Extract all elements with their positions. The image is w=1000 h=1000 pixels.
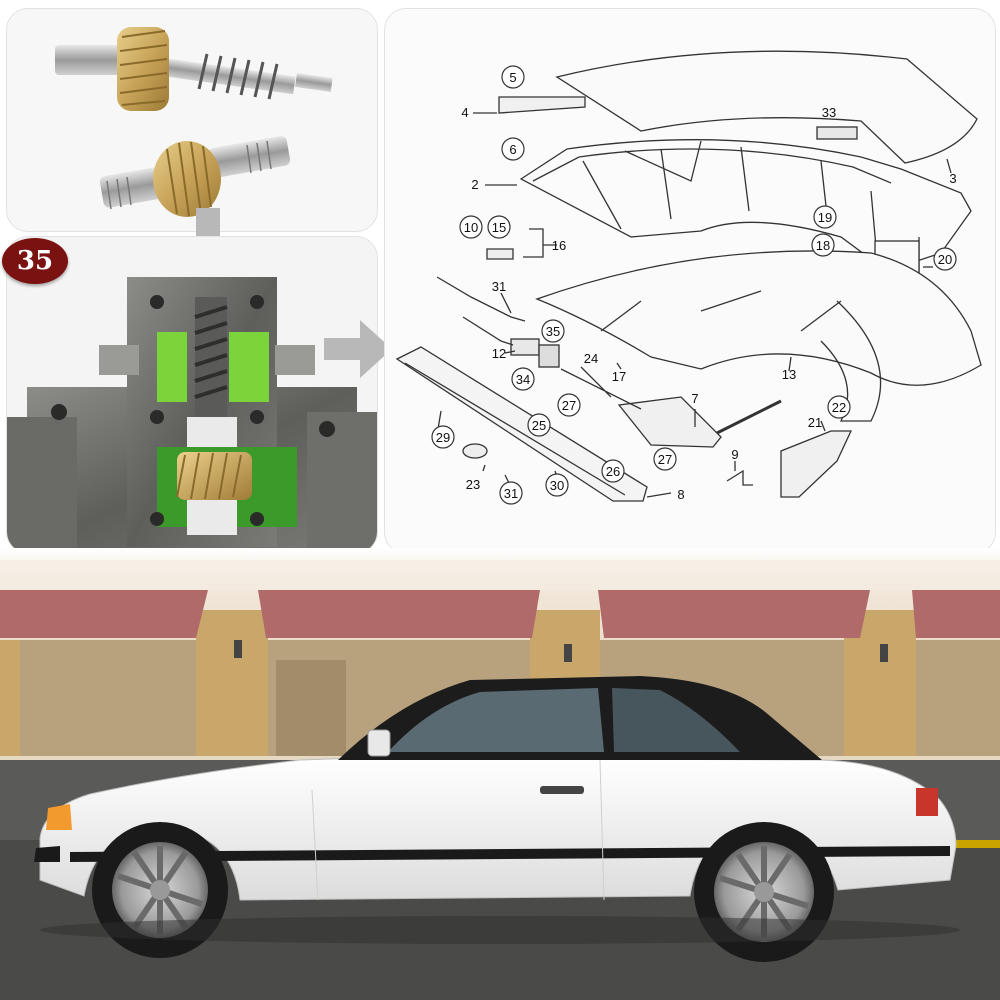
part-label: 24 — [584, 351, 598, 366]
exploded-parts-diagram: 5 4 6 33 2 3 10 15 16 19 18 20 31 35 12 … — [384, 8, 996, 554]
part-label: 10 — [464, 220, 478, 235]
part-label: 18 — [816, 238, 830, 253]
part-label: 27 — [562, 398, 576, 413]
part-label: 23 — [466, 477, 480, 492]
part-label: 8 — [677, 487, 684, 502]
arrow-right-icon — [324, 320, 392, 378]
part-label: 13 — [782, 367, 796, 382]
part-label: 16 — [552, 238, 566, 253]
part-label: 31 — [504, 486, 518, 501]
part-label: 31 — [492, 279, 506, 294]
parts-diagram-drawing: 5 4 6 33 2 3 10 15 16 19 18 20 31 35 12 … — [395, 50, 982, 505]
part-label: 4 — [461, 105, 468, 120]
part-label: 3 — [949, 171, 956, 186]
part-label: 17 — [612, 369, 626, 384]
part-label: 5 — [509, 70, 516, 85]
part-label: 21 — [808, 415, 822, 430]
part-label: 33 — [822, 105, 836, 120]
part-label: 30 — [550, 478, 564, 493]
part-label: 6 — [509, 142, 516, 157]
part-label: 27 — [658, 452, 672, 467]
gear-shafts-illustration — [55, 27, 333, 217]
part-label: 35 — [546, 324, 560, 339]
part-label: 34 — [516, 372, 530, 387]
worm-gear-shaft — [55, 27, 333, 111]
part-label: 9 — [731, 447, 738, 462]
part-label: 22 — [832, 400, 846, 415]
part-label: 25 — [532, 418, 546, 433]
part-labels: 5 4 6 33 2 3 10 15 16 19 18 20 31 35 12 … — [436, 70, 957, 502]
spur-gear-shaft — [99, 136, 291, 217]
gearbox-cutaway-panel — [6, 236, 378, 554]
part-label: 2 — [471, 177, 478, 192]
part-label: 29 — [436, 430, 450, 445]
part-label: 19 — [818, 210, 832, 225]
part-label: 20 — [938, 252, 952, 267]
gearbox-cutaway-illustration — [7, 237, 377, 553]
part-label: 15 — [492, 220, 506, 235]
convertible-car-photo — [0, 548, 1000, 1000]
part-label: 12 — [492, 346, 506, 361]
gear-shafts-panel — [6, 8, 378, 232]
part-label: 7 — [691, 391, 698, 406]
part-number-badge: 35 — [2, 238, 68, 284]
part-label: 26 — [606, 464, 620, 479]
